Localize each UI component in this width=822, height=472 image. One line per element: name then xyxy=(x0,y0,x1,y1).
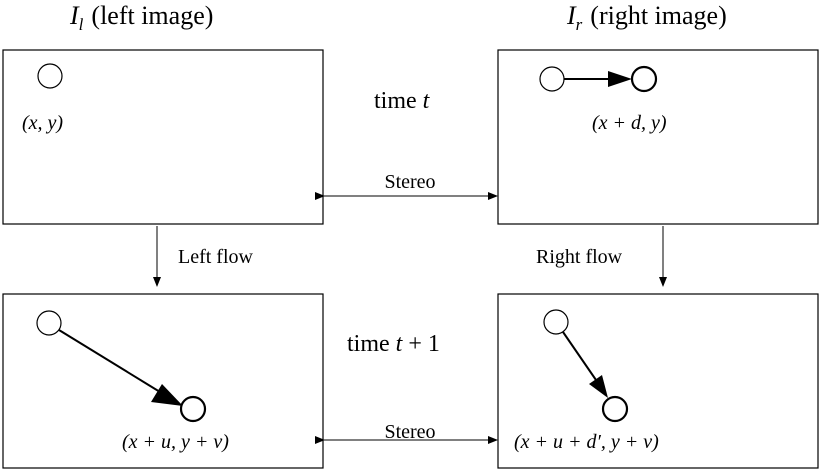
point-right-t1 xyxy=(601,395,629,423)
left-flow-motion-line xyxy=(58,329,161,393)
left-flow-arrowhead xyxy=(151,384,183,406)
point-left-t1-label: (x + u, y + v) xyxy=(122,431,229,453)
point-right-t1-origin xyxy=(543,309,569,335)
time-t1-label: time t + 1 xyxy=(347,331,440,357)
left-flow-label: Left flow xyxy=(178,246,254,268)
right-flow-label: Right flow xyxy=(536,246,623,268)
point-right-t1-label: (x + u + d′, y + v) xyxy=(514,431,659,453)
right-flow-arrowhead xyxy=(589,375,608,398)
point-left-t1 xyxy=(179,395,207,423)
right-image-heading: Ir(right image) xyxy=(566,1,727,34)
stereo-top-label: Stereo xyxy=(384,171,435,193)
point-right-t xyxy=(630,65,658,93)
disparity-arrowhead xyxy=(608,71,632,87)
point-right-t-origin xyxy=(539,66,565,92)
point-left-t-label: (x, y) xyxy=(22,112,63,134)
time-t-label: time t xyxy=(374,88,431,114)
point-left-t1-origin xyxy=(36,310,62,336)
point-right-t-label: (x + d, y) xyxy=(592,112,667,134)
left-image-heading: Il(left image) xyxy=(69,1,213,34)
point-left-t xyxy=(37,63,63,89)
stereo-bottom-label: Stereo xyxy=(384,421,435,443)
right-flow-motion-line xyxy=(562,331,597,381)
